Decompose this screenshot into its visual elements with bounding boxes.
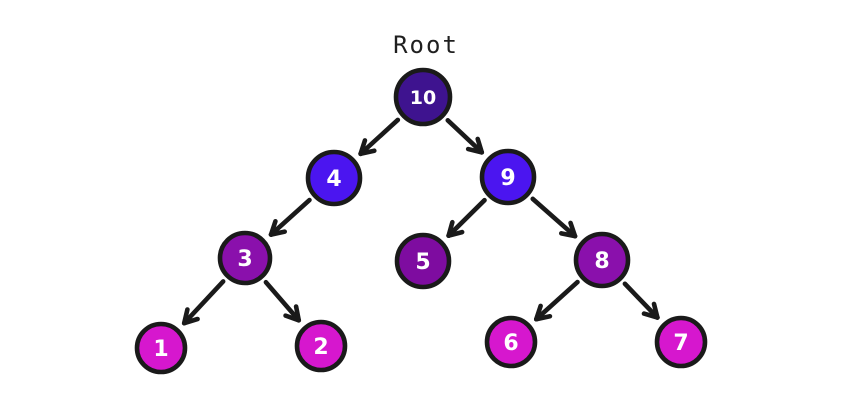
node-label-3: 3 — [237, 247, 252, 272]
node-circle-9 — [479, 148, 537, 206]
edge-9-8 — [530, 196, 578, 239]
tree-node-7: 7 — [654, 315, 708, 369]
arrowhead-wing — [533, 313, 553, 322]
edge-10-9 — [445, 118, 485, 155]
edge-3-2 — [263, 279, 302, 323]
tree-node-3: 3 — [217, 230, 273, 286]
node-label-8: 8 — [594, 249, 609, 274]
edge-4-3 — [268, 197, 312, 237]
arrowhead-wing — [475, 136, 485, 155]
edge-8-7 — [622, 281, 660, 320]
arrowhead-wing — [651, 301, 660, 320]
node-label-9: 9 — [500, 166, 515, 191]
tree-node-5: 5 — [394, 232, 452, 290]
node-circle-10 — [393, 67, 453, 127]
tree-node-9: 9 — [479, 148, 537, 206]
node-label-2: 2 — [313, 335, 328, 360]
node-circle-5 — [394, 232, 452, 290]
node-circle-3 — [217, 230, 273, 286]
node-circle-4 — [305, 149, 363, 207]
node-label-4: 4 — [326, 167, 341, 192]
node-label-10: 10 — [410, 87, 436, 109]
arrowhead-wing — [358, 148, 377, 157]
root-label: Root — [393, 31, 459, 59]
arrowhead-wing — [568, 220, 578, 239]
edge-3-1 — [181, 279, 226, 326]
node-label-1: 1 — [153, 337, 168, 362]
tree-node-6: 6 — [484, 315, 538, 369]
node-label-7: 7 — [673, 331, 688, 356]
node-circle-6 — [484, 315, 538, 369]
tree-node-4: 4 — [305, 149, 363, 207]
node-label-6: 6 — [503, 331, 518, 356]
edge-9-5 — [446, 197, 487, 238]
arrowhead-wing — [446, 229, 465, 238]
tree-node-1: 1 — [134, 321, 188, 375]
tree-node-2: 2 — [294, 319, 348, 373]
arrowhead-wing — [293, 304, 302, 323]
tree-node-8: 8 — [573, 231, 631, 289]
node-circle-8 — [573, 231, 631, 289]
node-circle-1 — [134, 321, 188, 375]
arrowhead-wing — [268, 229, 288, 237]
tree-node-10: 10 — [393, 67, 453, 127]
node-label-5: 5 — [415, 250, 430, 275]
node-circle-7 — [654, 315, 708, 369]
edge-10-4 — [358, 117, 401, 157]
arrowhead-wing — [181, 316, 200, 326]
node-circle-2 — [294, 319, 348, 373]
edge-8-6 — [533, 279, 580, 322]
